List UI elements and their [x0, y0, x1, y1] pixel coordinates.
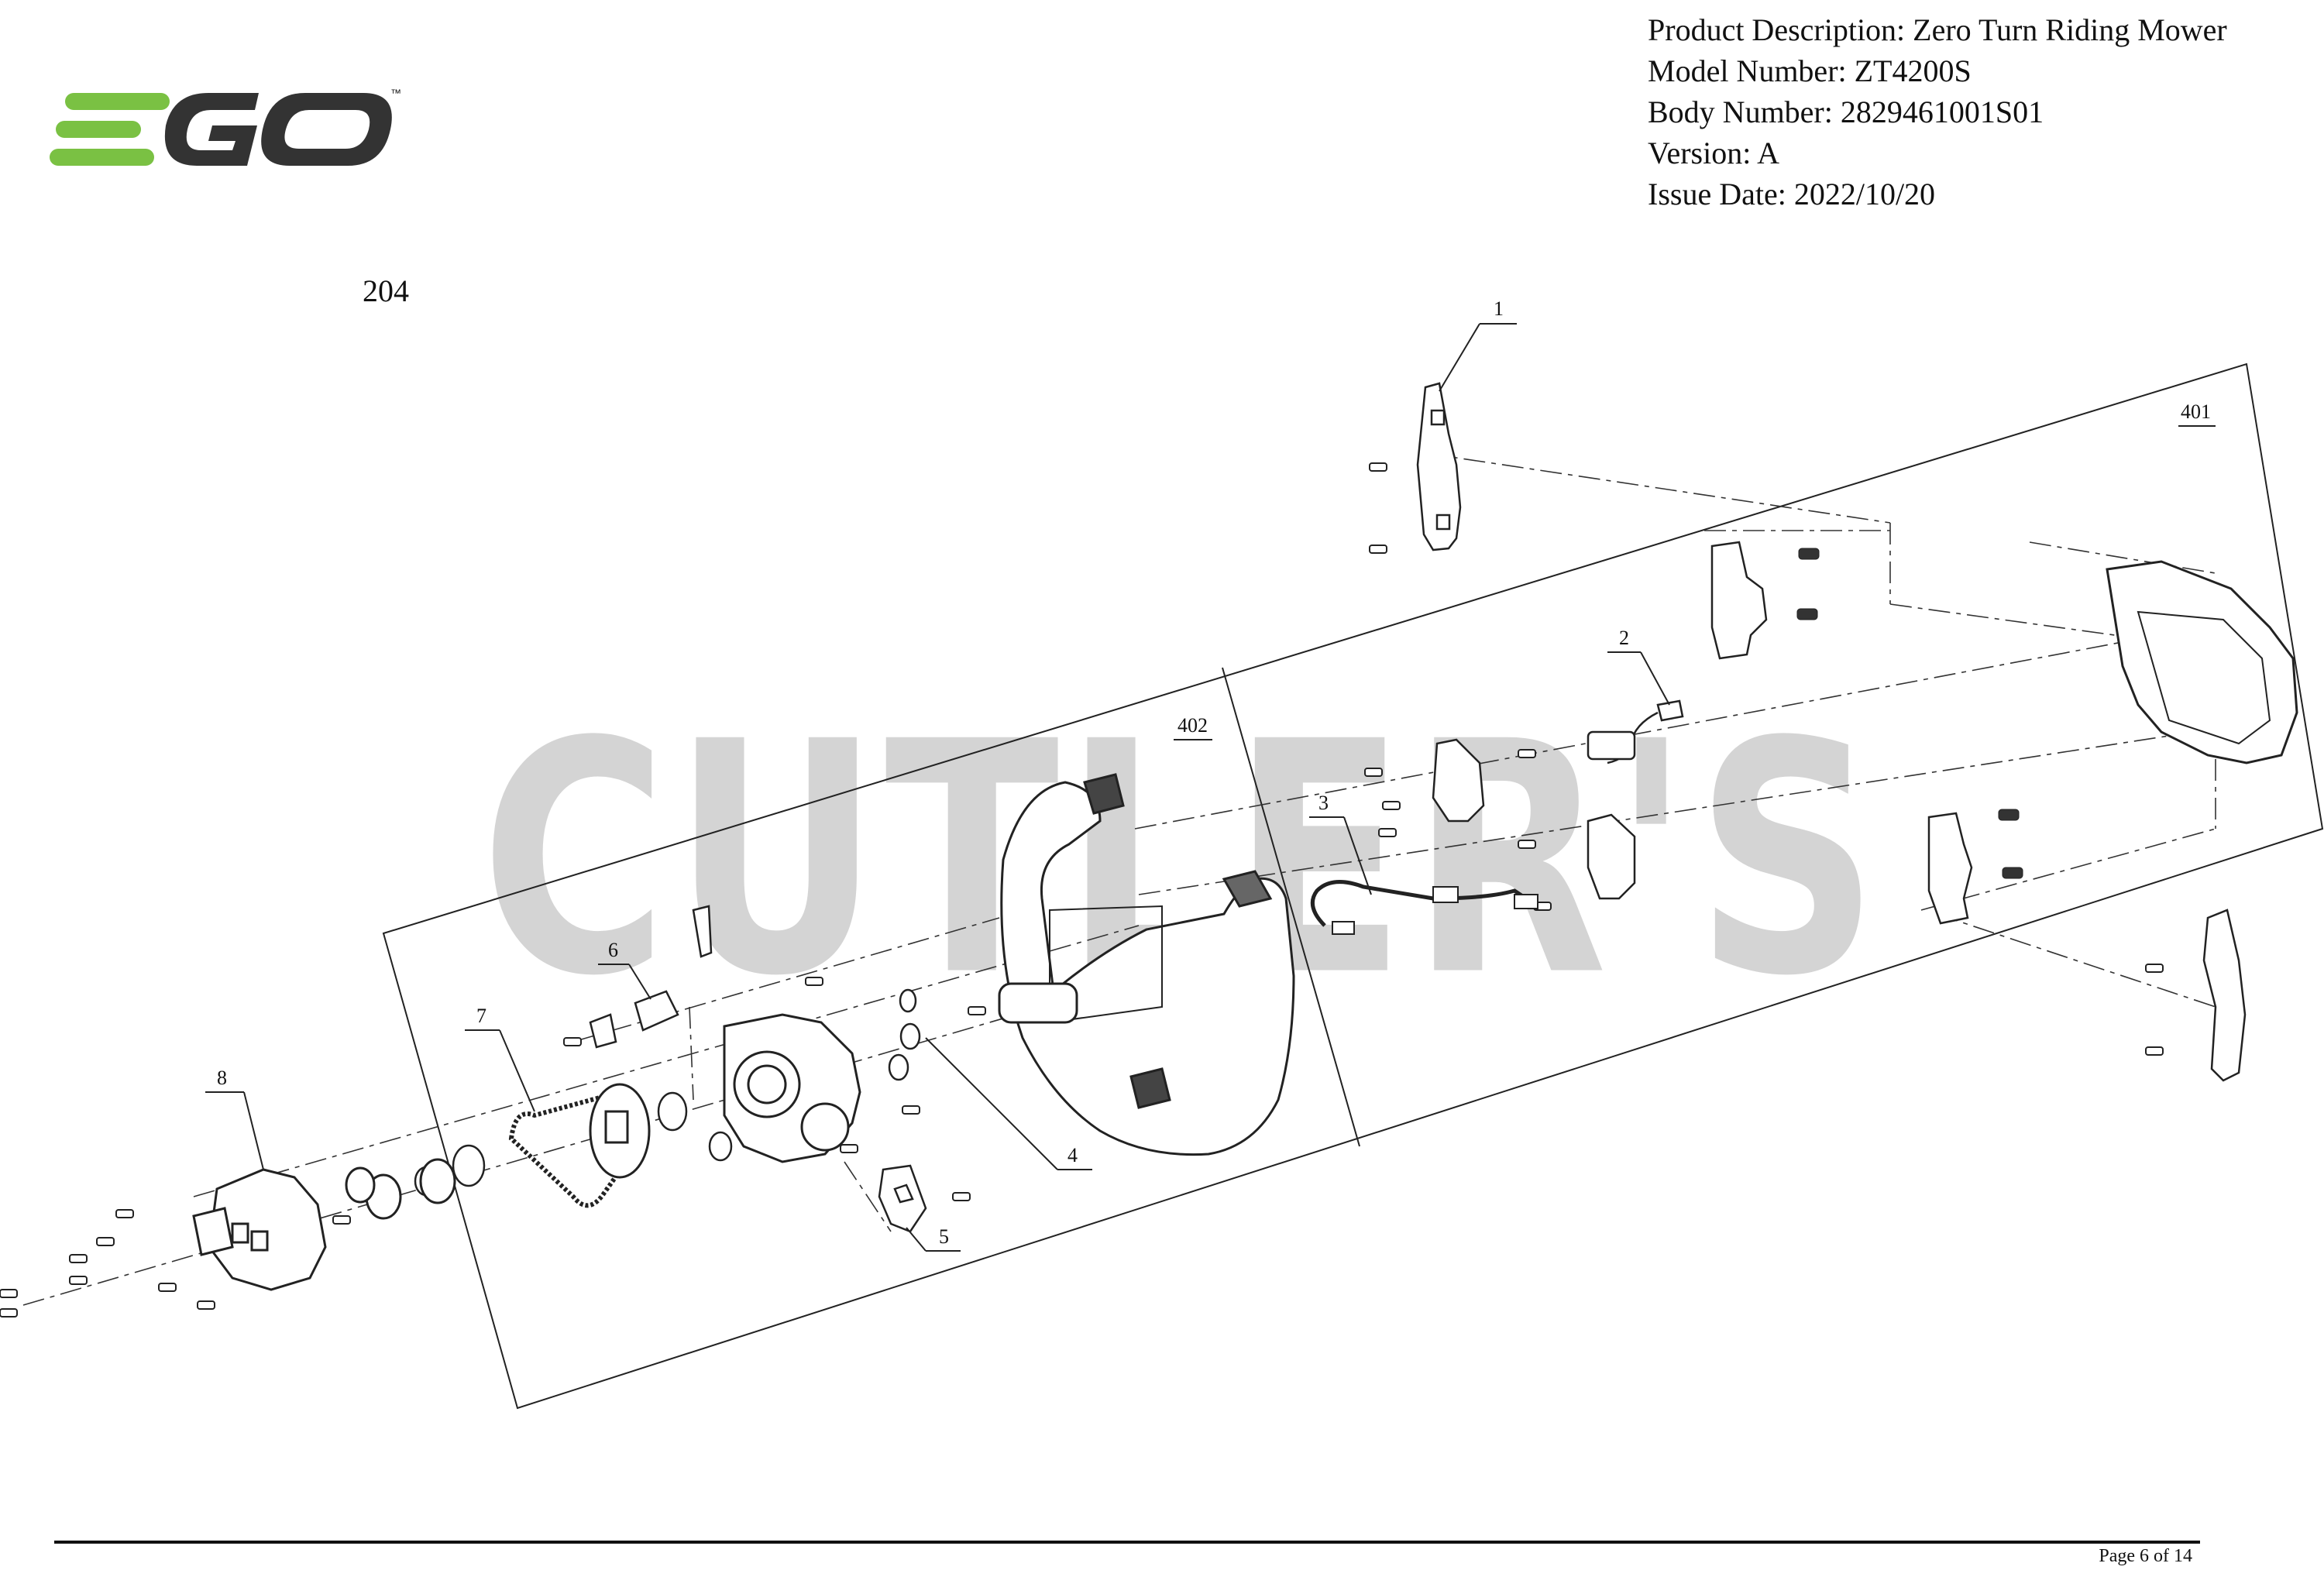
ego-logo: ™	[50, 87, 401, 176]
part-402-steering-handle	[998, 773, 1295, 1156]
pulley	[589, 1083, 651, 1179]
assembly-label-401: 401	[2181, 400, 2211, 423]
ego-logo-mark	[50, 93, 392, 166]
callout-leaders	[205, 323, 2216, 1252]
callout-6: 6	[608, 939, 618, 961]
part-3-cable	[1310, 880, 1538, 935]
switch-blocks	[1432, 541, 1973, 925]
callout-3: 3	[1318, 792, 1329, 814]
version: Version: A	[1648, 136, 1779, 170]
rear-housing	[2106, 560, 2298, 764]
footer-divider	[54, 1541, 2200, 1544]
gearbox-housing	[723, 1013, 861, 1163]
part-8-motor-housing	[192, 1158, 456, 1291]
part-2-connector	[1587, 699, 1684, 764]
callout-8: 8	[217, 1067, 227, 1089]
page-number: Page 6 of 14	[2099, 1546, 2192, 1566]
part-6-bracket	[589, 905, 713, 1049]
part-1-plate	[1416, 382, 1462, 551]
part-7-belt	[508, 1089, 647, 1208]
callout-2: 2	[1619, 627, 1629, 649]
springs	[1796, 548, 2023, 879]
model-number: Model Number: ZT4200S	[1648, 53, 1972, 88]
callout-1: 1	[1494, 297, 1504, 320]
callout-7: 7	[476, 1005, 486, 1027]
assembly-401-boundary	[382, 362, 2324, 1410]
page-reference: 204	[363, 273, 409, 308]
trademark-symbol: ™	[390, 87, 401, 99]
issue-date: Issue Date: 2022/10/20	[1648, 177, 1936, 211]
assembly-label-402: 402	[1177, 714, 1208, 737]
screws	[0, 462, 2164, 1317]
body-number: Body Number: 2829461001S01	[1648, 94, 2044, 129]
part-1-plate-lower	[2202, 909, 2247, 1082]
document-header: Product Description: Zero Turn Riding Mo…	[1648, 9, 2227, 215]
callout-5: 5	[939, 1225, 949, 1248]
part-5-sensor-disc	[878, 1164, 927, 1233]
callout-4: 4	[1067, 1144, 1078, 1166]
assembly-divider	[1222, 667, 1360, 1147]
product-description: Product Description: Zero Turn Riding Mo…	[1648, 12, 2227, 47]
